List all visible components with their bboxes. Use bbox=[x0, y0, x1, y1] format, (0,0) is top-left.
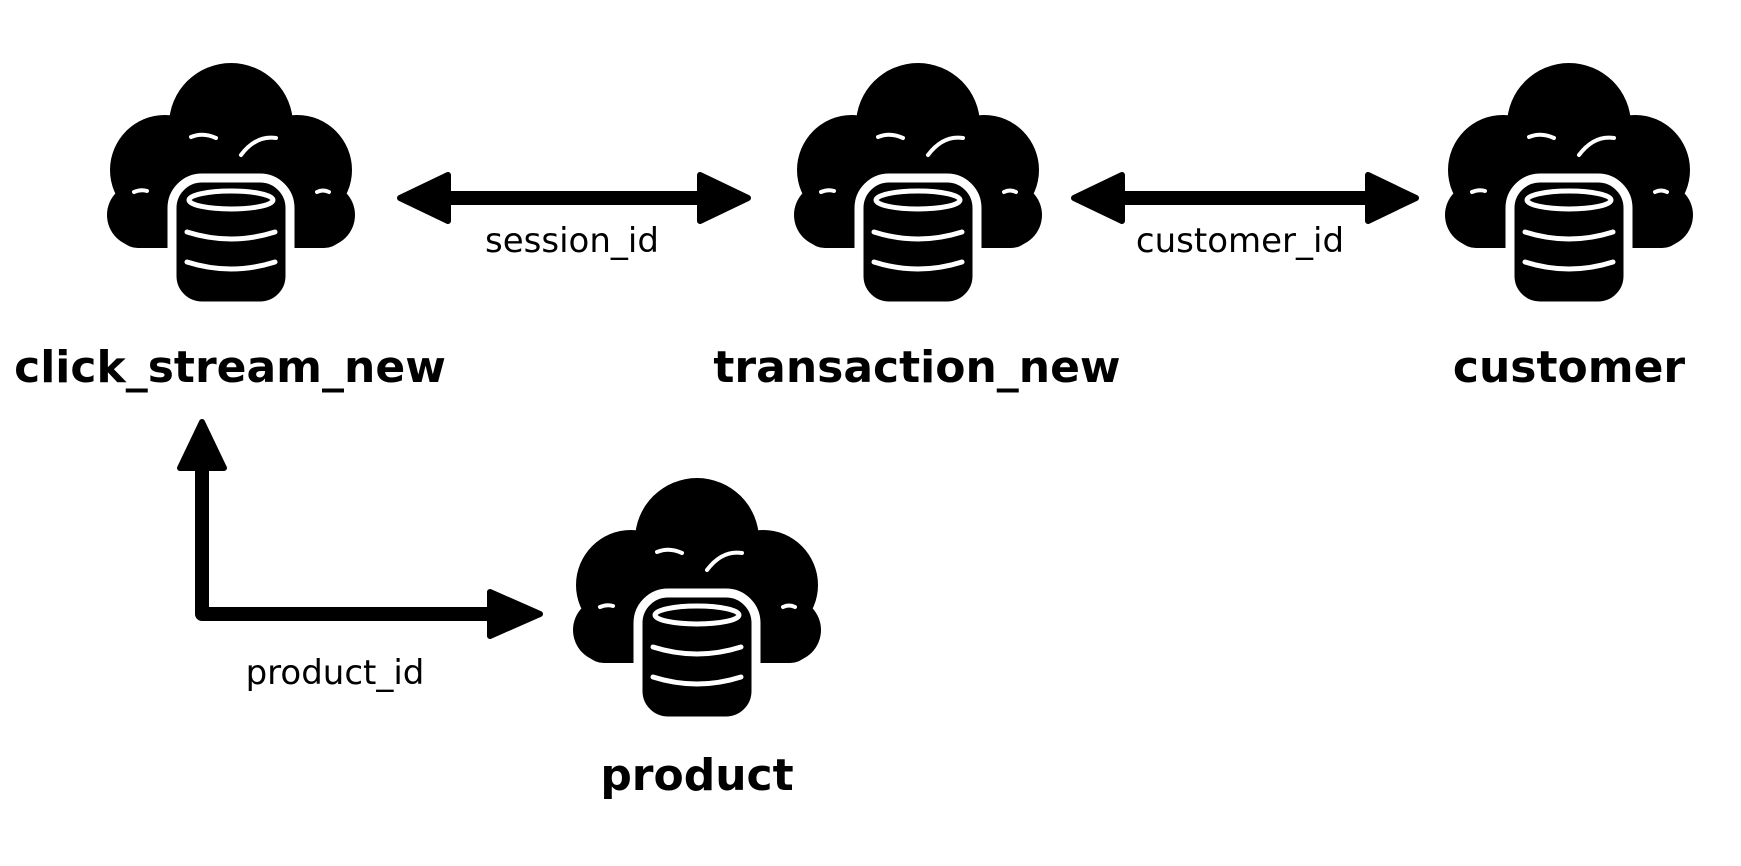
arrowhead-right-icon bbox=[487, 589, 543, 639]
edge-session-id: session_id bbox=[397, 172, 751, 261]
cloud-database-icon bbox=[794, 63, 1042, 306]
arrowhead-left-icon bbox=[397, 172, 451, 224]
arrowhead-right-icon bbox=[1365, 172, 1419, 224]
cloud-database-icon bbox=[573, 478, 821, 721]
node-click-stream-new: click_stream_new bbox=[14, 63, 446, 393]
edge-label: customer_id bbox=[1136, 221, 1344, 261]
edge-customer-id: customer_id bbox=[1071, 172, 1419, 261]
node-label: customer bbox=[1453, 342, 1686, 393]
cloud-database-icon bbox=[1445, 63, 1693, 306]
node-customer: customer bbox=[1445, 63, 1693, 393]
node-label: transaction_new bbox=[713, 342, 1120, 393]
connector-line bbox=[195, 461, 497, 621]
edge-product-id: product_id bbox=[177, 419, 543, 693]
edge-label: session_id bbox=[485, 221, 659, 261]
node-label: product bbox=[600, 750, 793, 801]
arrowhead-right-icon bbox=[697, 172, 751, 224]
arrowhead-left-icon bbox=[1071, 172, 1125, 224]
node-product: product bbox=[573, 478, 821, 801]
cloud-database-icon bbox=[107, 63, 355, 306]
arrowhead-up-icon bbox=[177, 419, 227, 471]
edge-label: product_id bbox=[246, 653, 425, 693]
node-label: click_stream_new bbox=[14, 342, 446, 393]
node-transaction-new: transaction_new bbox=[713, 63, 1121, 393]
